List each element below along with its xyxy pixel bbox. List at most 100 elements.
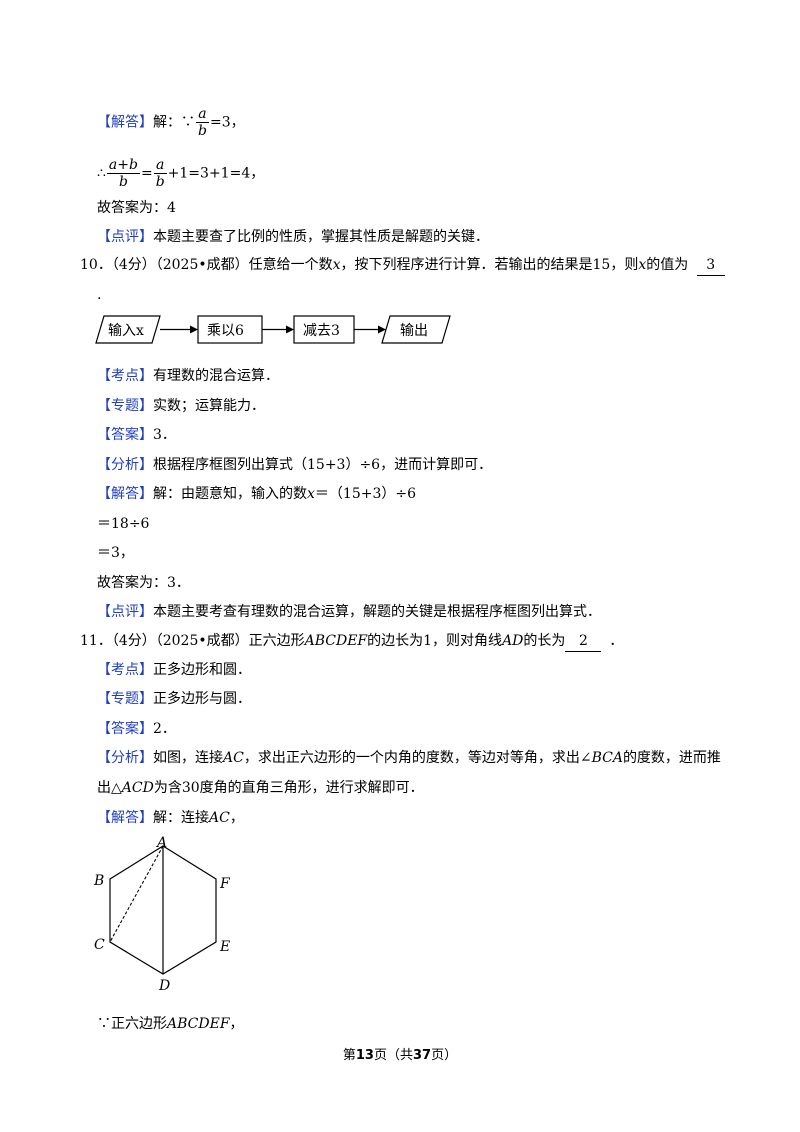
q11-stem: 11．（4分）（2025•成都）正六边形ABCDEF的边长为1，则对角线AD的长…	[80, 631, 623, 652]
hexagon-name: ABCDEF	[167, 1016, 230, 1032]
var-x: x	[332, 257, 341, 273]
segment-ad: AD	[502, 633, 524, 649]
q11-zhuanti: 【专题】正多边形与圆．	[97, 689, 251, 709]
footer-middle: 页（共	[373, 1048, 413, 1063]
q9-calc-rest: +1=3+1=4，	[167, 165, 265, 182]
q10-stem: 10．（4分）（2025•成都）任意给一个数x，按下列程序进行计算．若输出的结果…	[80, 255, 725, 276]
q10-step2: ＝3，	[97, 545, 134, 561]
q9-equals-3: =3，	[209, 114, 245, 131]
q11-because-end: ，	[229, 1016, 244, 1032]
vertex-label-a: A	[155, 835, 167, 851]
q10-jieda-b: ＝（15+3）÷6	[314, 486, 416, 502]
q11-because-text: ∵正六边形	[97, 1016, 167, 1032]
q11-fenxi-line1: 【分析】如图，连接AC，求出正六边形的一个内角的度数，等边对等角，求出∠BCA的…	[97, 748, 721, 768]
q10-comment-text: 本题主要考查有理数的混合运算，解题的关键是根据程序框图列出算式．	[153, 604, 601, 620]
fenxi-tag: 【分析】	[97, 750, 153, 766]
q9-solution-start: 解：∵	[153, 114, 195, 131]
angle-bca: BCA	[591, 750, 623, 766]
q11-jieda-a: 解：连接	[153, 810, 209, 826]
q9-answer-line: 故答案为：4	[97, 200, 176, 216]
footer-prefix: 第	[342, 1048, 356, 1063]
q10-answer-blank: 3	[696, 255, 725, 276]
q10-flowchart: 输入x 乘以6 减去3 输出	[95, 315, 451, 344]
q11-stem-end: ．	[609, 633, 624, 649]
q11-jieda: 【解答】解：连接AC，	[97, 808, 244, 828]
q10-jieda-a: 解：由题意知，输入的数	[153, 486, 307, 502]
vertex-label-d: D	[158, 978, 170, 994]
kaodian-tag: 【考点】	[97, 368, 153, 384]
flow-output-parallelogram	[381, 315, 451, 344]
vertex-label-b: B	[93, 873, 104, 889]
q10-kaodian-text: 有理数的混合运算．	[153, 368, 279, 384]
q11-because-line: ∵正六边形ABCDEF，	[97, 1014, 244, 1034]
q10-kaodian: 【考点】有理数的混合运算．	[97, 366, 279, 386]
flow-arrowhead-3	[378, 325, 386, 334]
q9-comment-text: 本题主要查了比例的性质，掌握其性质是解题的关键．	[153, 229, 489, 245]
therefore-symbol: ∴	[97, 165, 106, 182]
q11-fenxi-a: 如图，连接	[153, 750, 223, 766]
flow-step1-label: 乘以6	[207, 323, 244, 339]
zhuanti-tag: 【专题】	[97, 398, 153, 414]
q10-fenxi: 【分析】根据程序框图列出算式（15+3）÷6，进而计算即可．	[97, 455, 492, 475]
equals-sign: =	[140, 165, 153, 182]
q10-fenxi-text: 根据程序框图列出算式（15+3）÷6，进而计算即可．	[153, 457, 493, 473]
page-footer: 第13页（共37页）	[0, 1046, 800, 1066]
fenxi-tag: 【分析】	[97, 457, 153, 473]
q10-stem-end: .	[97, 287, 102, 303]
footer-suffix: 页）	[431, 1048, 458, 1063]
q11-fenxi-b: ，求出正六边形的一个内角的度数，等边对等角，求出∠	[243, 750, 592, 766]
q10-dianping: 【点评】本题主要考查有理数的混合运算，解题的关键是根据程序框图列出算式．	[97, 602, 601, 622]
current-page-number: 13	[355, 1048, 374, 1063]
hexagon-name: ABCDEF	[304, 633, 368, 649]
q11-stem-c: 的长为	[523, 633, 566, 649]
q10-jieda: 【解答】解：由题意知，输入的数x＝（15+3）÷6	[97, 484, 416, 504]
q10-answer-line: 故答案为：3．	[97, 575, 190, 591]
q11-fenxi-e: 为含30度角的直角三角形，进行求解即可．	[153, 780, 424, 796]
q11-stem-a: 11．（4分）（2025•成都）正六边形	[80, 633, 305, 649]
q11-fenxi-c: 的度数，进而推	[622, 750, 721, 766]
solution-tag: 【解答】	[97, 486, 153, 502]
q11-answer-blank: 2	[565, 631, 602, 652]
q11-daan-text: 2．	[153, 721, 176, 737]
solution-tag: 【解答】	[97, 114, 153, 131]
vertex-label-c: C	[94, 937, 105, 953]
kaodian-tag: 【考点】	[97, 662, 153, 678]
solution-tag: 【解答】	[97, 810, 153, 826]
q10-stem-b: ，按下列程序进行计算．若输出的结果是15，则	[340, 257, 639, 273]
flow-input-parallelogram	[95, 315, 161, 344]
diagonal-ac-dashed	[109, 845, 164, 943]
q10-daan: 【答案】3．	[97, 425, 176, 445]
triangle-acd: ACD	[121, 780, 154, 796]
q9-comment-line: 【点评】本题主要查了比例的性质，掌握其性质是解题的关键．	[97, 227, 489, 247]
var-x: x	[638, 257, 647, 273]
segment-ac: AC	[209, 810, 230, 826]
flow-input-label: 输入x	[108, 323, 144, 339]
vertex-label-f: F	[219, 876, 231, 892]
comment-tag: 【点评】	[97, 604, 153, 620]
zhuanti-tag: 【专题】	[97, 691, 153, 707]
q11-kaodian-text: 正多边形和圆．	[153, 662, 251, 678]
daan-tag: 【答案】	[97, 721, 153, 737]
total-page-count: 37	[413, 1048, 432, 1063]
q11-fenxi-d: 出△	[97, 780, 122, 796]
q10-stem-a: 10．（4分）（2025•成都）任意给一个数	[80, 257, 333, 273]
q11-zhuanti-text: 正多边形与圆．	[153, 691, 251, 707]
vertex-label-e: E	[219, 939, 230, 955]
q10-zhuanti-text: 实数；运算能力．	[153, 398, 265, 414]
q11-jieda-b: ，	[229, 810, 244, 826]
q11-fenxi-line2: 出△ACD为含30度角的直角三角形，进行求解即可．	[97, 778, 424, 798]
segment-ac: AC	[223, 750, 244, 766]
q10-stem-c: 的值为	[646, 257, 689, 273]
q11-kaodian: 【考点】正多边形和圆．	[97, 660, 251, 680]
q11-stem-b: 的边长为1，则对角线	[367, 633, 503, 649]
flow-step2-label: 减去3	[303, 323, 340, 339]
hexagon-figure: A B C D E F	[93, 835, 231, 994]
q10-daan-text: 3．	[153, 427, 176, 443]
flow-arrowhead-1	[190, 325, 198, 334]
comment-tag: 【点评】	[97, 229, 153, 245]
